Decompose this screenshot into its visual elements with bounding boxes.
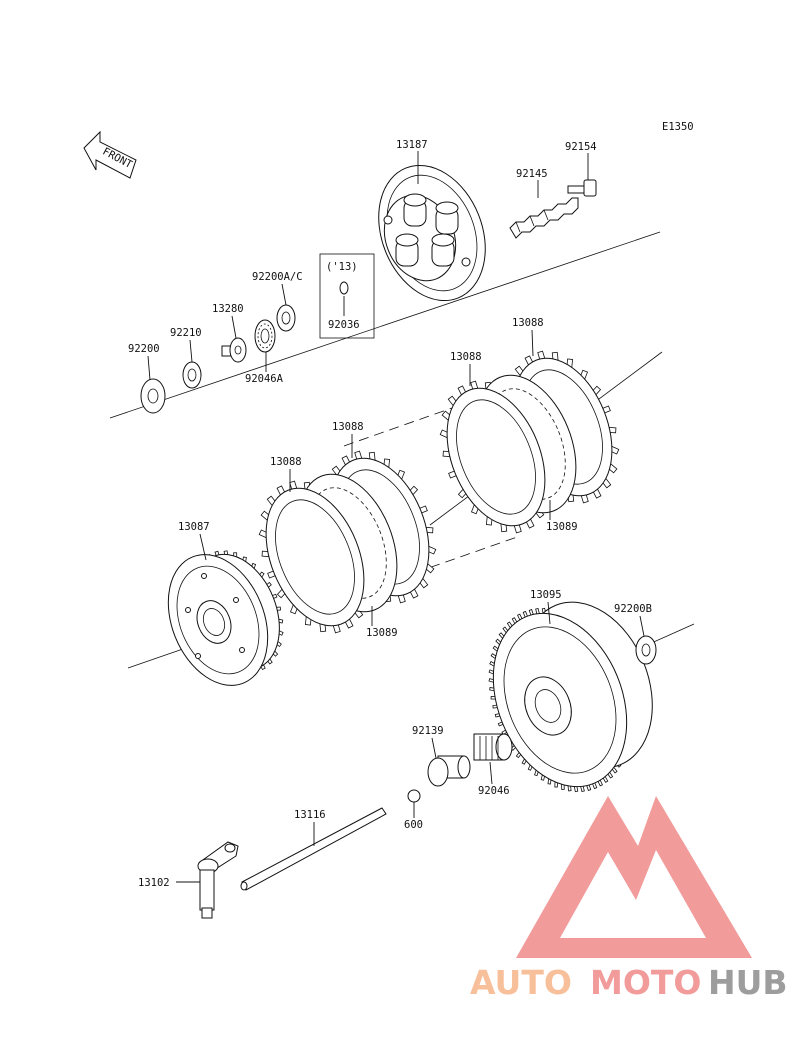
label-13095: 13095	[530, 589, 562, 601]
logo-mark-icon	[516, 796, 752, 958]
label-13280: 13280	[212, 303, 244, 315]
automotohub-logo: AUTO MOTO HUB	[470, 796, 788, 1002]
label-13088-upper-left: 13088	[450, 351, 482, 363]
washer-92200	[140, 378, 166, 414]
label-13187: 13187	[396, 139, 428, 151]
friction-plate-lower-front	[265, 487, 365, 627]
label-13089-lower: 13089	[366, 627, 398, 639]
logo-text-auto: AUTO	[470, 963, 572, 1002]
label-92139: 92139	[412, 725, 444, 737]
label-13089-upper: 13089	[546, 521, 578, 533]
washer-92200ac	[276, 304, 296, 332]
logo-text-moto: MOTO	[590, 963, 701, 1002]
upper-plates-group	[439, 350, 620, 534]
label-13088-lower-right: 13088	[332, 421, 364, 433]
label-13-year: ('13)	[326, 261, 358, 273]
label-13088-upper-right: 13088	[512, 317, 544, 329]
nut-92210	[182, 361, 202, 389]
clutch-housing	[488, 601, 653, 793]
upper-axis-line	[109, 231, 661, 419]
label-92200b: 92200B	[614, 603, 652, 615]
friction-plate-upper-front	[446, 387, 546, 527]
label-13116: 13116	[294, 809, 326, 821]
label-92046a: 92046A	[245, 373, 284, 385]
clutch-bolt	[567, 179, 597, 197]
logo-text-hub: HUB	[708, 963, 788, 1002]
needle-bearing-92046	[473, 733, 513, 761]
diagram-code: E1350	[662, 121, 694, 133]
label-13088-lower-left: 13088	[270, 456, 302, 468]
label-13087: 13087	[178, 521, 210, 533]
lower-plates-group	[258, 450, 437, 634]
front-arrow-icon: FRONT	[83, 130, 137, 179]
bearing-92046a	[254, 319, 276, 353]
push-rod-13116	[240, 807, 387, 891]
pressure-plate	[378, 164, 486, 302]
label-600: 600	[404, 819, 423, 831]
steel-ball-600	[407, 789, 421, 803]
clutch-hub	[167, 550, 284, 686]
label-92154: 92154	[565, 141, 597, 153]
o-ring-92036	[339, 281, 349, 295]
variant-box	[319, 253, 375, 339]
label-92210: 92210	[170, 327, 202, 339]
label-92200: 92200	[128, 343, 160, 355]
clutch-spring	[509, 197, 579, 239]
release-shaft-13102	[197, 841, 239, 919]
label-92036: 92036	[328, 319, 360, 331]
label-92200ac: 92200A/C	[252, 271, 303, 283]
pushrod-piece-13280	[221, 337, 247, 363]
sleeve-92139	[427, 755, 471, 787]
label-92046: 92046	[478, 785, 510, 797]
label-13102: 13102	[138, 877, 170, 889]
label-92145: 92145	[516, 168, 548, 180]
plates-upper-dash	[343, 407, 453, 447]
washer-92200b	[635, 635, 657, 665]
